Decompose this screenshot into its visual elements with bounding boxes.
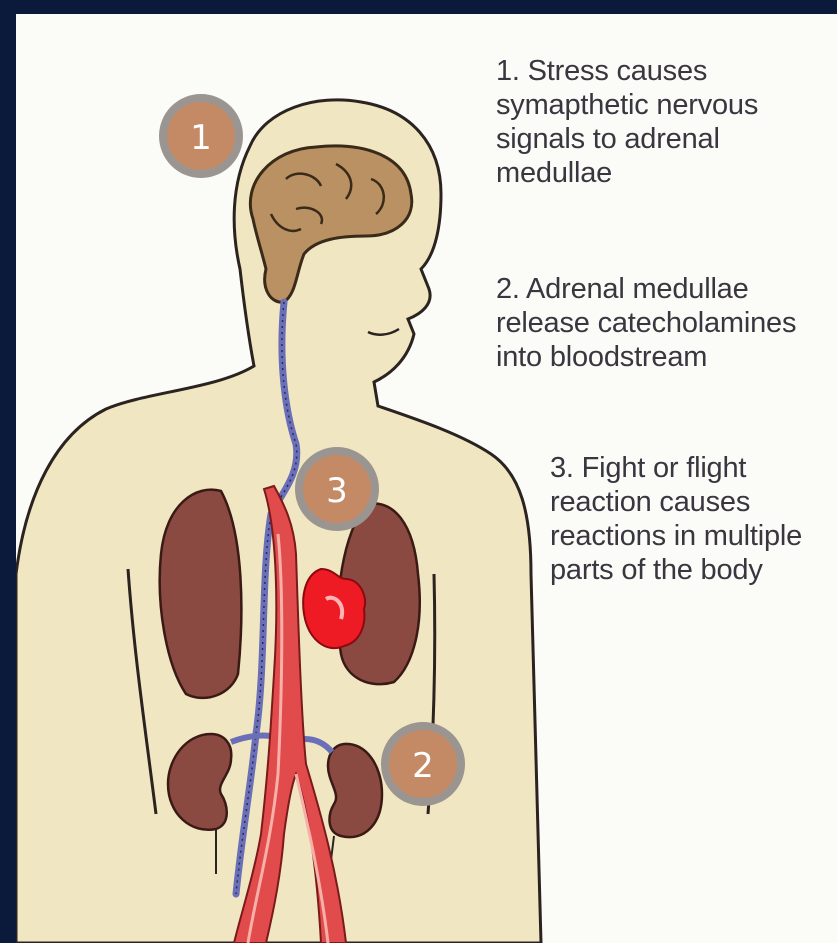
badge-2-number: 2 [412,746,434,786]
badge-1-number: 1 [190,118,212,158]
step-3-text: 3. Fight or flight reaction causes react… [550,451,837,587]
badge-2: 2 [385,726,461,802]
step-1-text: 1. Stress causes symapthetic nervous sig… [496,54,836,190]
badge-3-number: 3 [326,471,348,511]
diagram-frame: 1 3 2 1. Stress causes symapthetic nervo… [16,14,837,943]
step-2-text: 2. Adrenal medullae release catecholamin… [496,272,836,374]
badge-1: 1 [163,98,239,174]
lung-icon [160,490,242,698]
badge-3: 3 [299,451,375,527]
